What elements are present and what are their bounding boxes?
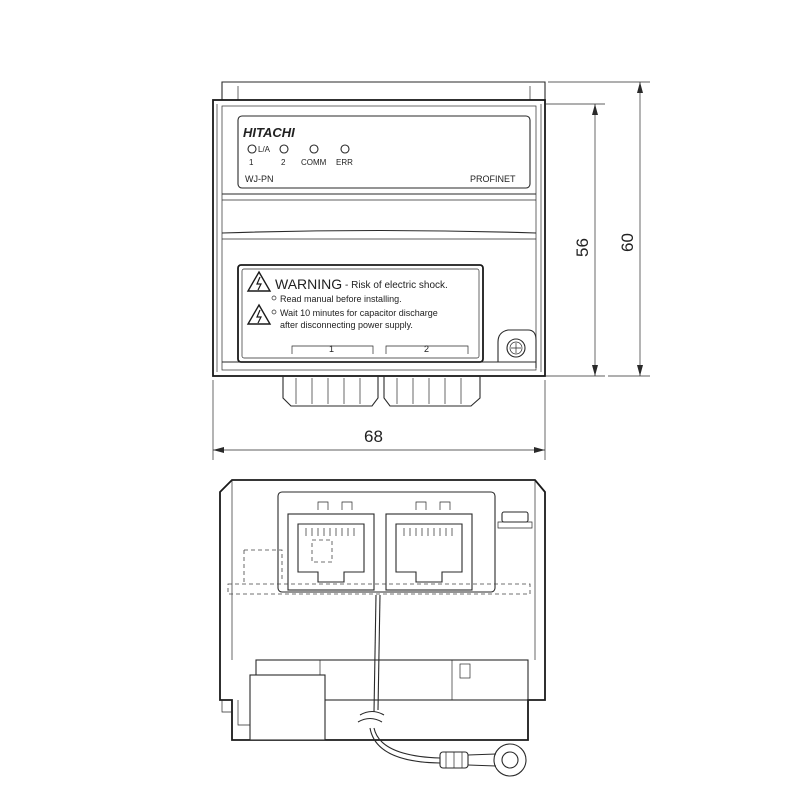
- port-housing: [277, 491, 496, 593]
- warning-line-2: Wait 10 minutes for capacitor discharge: [280, 308, 438, 318]
- led-label-err: ERR: [336, 158, 353, 167]
- rj45-port-1-icon: [287, 513, 375, 591]
- latch-tabs: [317, 501, 353, 510]
- port-label-1: 1: [329, 344, 334, 354]
- protocol-label: PROFINET: [470, 174, 516, 184]
- led-label-2: 2: [281, 158, 286, 167]
- dimension-width-label: 68: [364, 427, 383, 446]
- port-label-2: 2: [424, 344, 429, 354]
- brand-logo: HITACHI: [243, 125, 295, 140]
- led-la1-icon: [247, 144, 257, 154]
- led-top-label: L/A: [258, 145, 271, 154]
- bullet-icon: [271, 309, 277, 315]
- warning-label-inner: [241, 268, 480, 359]
- led-la2-icon: [279, 144, 289, 154]
- dimension-height-outer-label: 60: [618, 233, 637, 252]
- warning-line-1: Read manual before installing.: [280, 294, 402, 304]
- warning-subtitle: - Risk of electric shock.: [345, 280, 448, 291]
- led-comm-icon: [309, 144, 319, 154]
- front-view: HITACHI L/A 1 2 COMM ERR WJ-PN PROFINET …: [212, 81, 546, 407]
- port-bracket-1: [291, 345, 374, 354]
- ground-wire: [373, 727, 441, 759]
- housing-inner-outline: [221, 105, 537, 371]
- hidden-line: [243, 549, 283, 584]
- ring-terminal-icon: [439, 743, 527, 777]
- latch-tabs: [415, 501, 451, 510]
- rj45-port-2-icon: [385, 513, 473, 591]
- model-label: WJ-PN: [245, 174, 274, 184]
- bullet-icon: [271, 295, 277, 301]
- wire-break-icon: [357, 710, 385, 723]
- label-panel: [237, 115, 531, 189]
- port-bracket-2: [385, 345, 469, 354]
- led-label-1: 1: [249, 158, 254, 167]
- dimension-height-inner-label: 56: [573, 238, 592, 257]
- side-clip-detail: [221, 700, 250, 726]
- ground-block: [497, 329, 537, 368]
- led-err-icon: [340, 144, 350, 154]
- top-tab-detail: [237, 86, 531, 100]
- ground-wire: [377, 594, 381, 711]
- dimension-height-inner: 56: [545, 103, 605, 377]
- led-label-comm: COMM: [301, 158, 327, 167]
- band-curve: [221, 229, 537, 234]
- warning-triangle-icon: [246, 303, 272, 325]
- ground-screw-side-icon: [497, 511, 533, 529]
- connector-stubs: [282, 376, 481, 407]
- top-tab: [221, 81, 546, 100]
- dimension-width: 68: [212, 380, 546, 460]
- bottom-view: [219, 479, 546, 777]
- lower-slot-detail: [319, 660, 453, 700]
- side-clip: [249, 674, 326, 741]
- hidden-led-outline: [311, 539, 333, 563]
- ground-wire: [373, 594, 377, 713]
- warning-line-3: after disconnecting power supply.: [280, 320, 413, 330]
- hidden-pcb-outline: [227, 583, 531, 595]
- dimension-height-outer: 60: [548, 81, 650, 377]
- warning-triangle-icon: [246, 270, 272, 292]
- ground-wire: [369, 727, 441, 764]
- housing-outline: [212, 99, 546, 377]
- ground-screw-icon: [506, 338, 526, 358]
- warning-title: WARNING: [275, 276, 342, 292]
- lower-slot-notch: [459, 663, 471, 679]
